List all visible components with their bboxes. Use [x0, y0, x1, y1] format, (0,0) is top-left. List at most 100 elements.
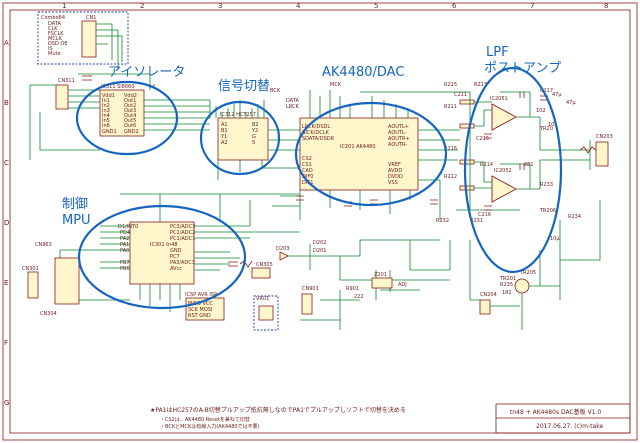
z201-label: Z201 [374, 272, 387, 278]
ic311-pin-r2: Out2 [124, 103, 136, 109]
mpu-section: IC301 tn48 D1/INT0 PD4 PA2 PA1 PA0 PB7 P… [22, 193, 300, 321]
ic312-body [217, 117, 269, 161]
value-10u: 10μ [550, 236, 560, 242]
sheet-inner-border [9, 9, 631, 434]
ic311-pin-r3: Out3 [124, 108, 136, 114]
lower-parts: D203 D202 D201 Z201 CN901 R901 222 VR01 … [253, 92, 601, 331]
vr01-body [258, 305, 274, 321]
d201-label: D201 [313, 248, 326, 254]
ic201-label: IC201 AK4480 [340, 144, 376, 150]
switch-section: IC312 HCT257 A1 B1 Y1 A2 B2 Y2 G S DATA … [209, 88, 300, 180]
top-connector-label: Combo84 [41, 15, 65, 21]
cap-c216: C216 [478, 212, 491, 218]
value-47u-2: 47μ [566, 100, 576, 106]
switch-highlight [199, 100, 281, 176]
ic2052-opamp [491, 175, 517, 203]
amp-wires [469, 200, 601, 330]
ic311-pin-l3: In3 [102, 108, 110, 114]
cn304-label: CN304 [40, 311, 57, 317]
cn1-body [81, 20, 97, 58]
output-resistor [579, 146, 597, 154]
ic312-pin-0: A1 [221, 122, 228, 128]
value-47u: 47μ [552, 92, 562, 98]
cn1-pin-0: DATA [48, 21, 61, 27]
cn1-wires [96, 23, 123, 70]
r212-body [459, 185, 475, 191]
isolator-highlight [75, 80, 179, 156]
ic301-pin-11: PC7 [170, 254, 180, 260]
ic201-pin-l2: SDATA/DSDR [302, 136, 335, 142]
value-222: 222 [354, 294, 364, 300]
ic301-pin-7: PC3/ADC3 [170, 224, 195, 230]
row-g: G [4, 399, 9, 407]
ic312-pin-3: A2 [221, 140, 228, 146]
resistor-r233: R233 [540, 182, 553, 188]
row-e: E [4, 279, 8, 287]
d202-label: D202 [313, 240, 326, 246]
row-b: B [4, 99, 9, 107]
cn963-label: CN963 [35, 242, 52, 248]
cap-c217: C217 [540, 88, 553, 94]
d203-label: D203 [276, 246, 289, 252]
row-f: F [4, 339, 8, 347]
resistor-r214: R214 [480, 162, 493, 168]
cn311-label: CN311 [58, 78, 75, 84]
ic311-pin-l4: In4 [102, 113, 110, 119]
tr206-label: TR206 [539, 208, 556, 214]
resistor-r216: R216 [444, 146, 457, 152]
ic301-body [129, 221, 195, 285]
isp-pin-2: RST GND [188, 313, 211, 319]
ic2051-label: IC2051 [490, 96, 508, 102]
ic311-pin-r5: Out5 [124, 118, 136, 124]
cn203-label: CN203 [596, 134, 613, 140]
ic311-pin-l7: GND1 [102, 129, 117, 135]
row-a: A [4, 39, 9, 47]
isp-pin-0: MISO VCC [188, 301, 213, 307]
cap-c211: C211 [454, 92, 467, 98]
mck-net: MCK [330, 82, 342, 88]
r215-body [459, 123, 475, 129]
ic201-pin-r4: VREF [388, 162, 401, 168]
ic312-pin-4: B2 [252, 122, 259, 128]
ic301-pin-0: D1/INT0 [118, 224, 138, 230]
r901-label: R901 [346, 286, 359, 292]
ic311-pin-r4: Out4 [124, 113, 136, 119]
ic301-pin-13: AVcc [170, 266, 182, 272]
cn901-body [301, 293, 313, 315]
value-681: 681 [524, 162, 534, 168]
note-main: ★PA1はHC257のA-B切替プルアップ抵抗無しなのでPA1でプルアップしソフ… [150, 406, 406, 414]
switch-block-label: 信号切替 [218, 79, 270, 94]
ic311-pin-r7: GND2 [124, 129, 139, 135]
title-text: tn48 + AK4480s DAC基板 V1.0 [510, 408, 601, 416]
top-connector: Combo84 CN1 DATA CLK FSCLK MCLK DSD OE I… [37, 11, 129, 70]
isolator-section: CN311 IC311 Si8660 Vdd1 In1 In2 In3 In4 … [29, 73, 210, 160]
switch-wires [209, 100, 300, 180]
z201-body [371, 277, 393, 289]
cn1-pin-4: DSD OE [48, 41, 68, 47]
ic311-pin-l5: In5 [102, 118, 110, 124]
tr20-label: TR20 [539, 126, 553, 132]
column-markers: 1 2 3 4 5 6 7 8 [62, 2, 608, 10]
cn204-body [479, 299, 491, 315]
resistor-r212: R212 [444, 174, 457, 180]
ic312-pin-6: G [252, 134, 256, 140]
lpf-wires [456, 91, 591, 211]
vr01-label: VR01 [256, 296, 269, 302]
ic301-pin-9: PC1/ADC1 [170, 236, 195, 242]
resistor-r232: R232 [436, 218, 449, 224]
ic201-pin-l5: CAD [302, 168, 313, 174]
resistor-r231: R231 [470, 218, 483, 224]
column-6: 6 [452, 2, 457, 10]
mpu-highlight [77, 204, 247, 310]
title-block: tn48 + AK4480s DAC基板 V1.0 2017.06.27. (c… [495, 403, 631, 434]
resistor-r211: R211 [444, 104, 457, 110]
dac-section: MCK IC201 AK4480 LRCK/DSDL BICK/DCLK SDA… [272, 82, 470, 220]
cn301-body [27, 271, 39, 299]
mpu-wires [59, 193, 300, 312]
cn204-label: CN204 [480, 292, 497, 298]
mpu-block-label-1: 制御 [62, 197, 88, 212]
ic301-pin-8: PC2/ADC2 [170, 230, 195, 236]
lpf-highlight [463, 66, 563, 274]
ic201-pin-l1: BICK/DCLK [302, 130, 329, 136]
